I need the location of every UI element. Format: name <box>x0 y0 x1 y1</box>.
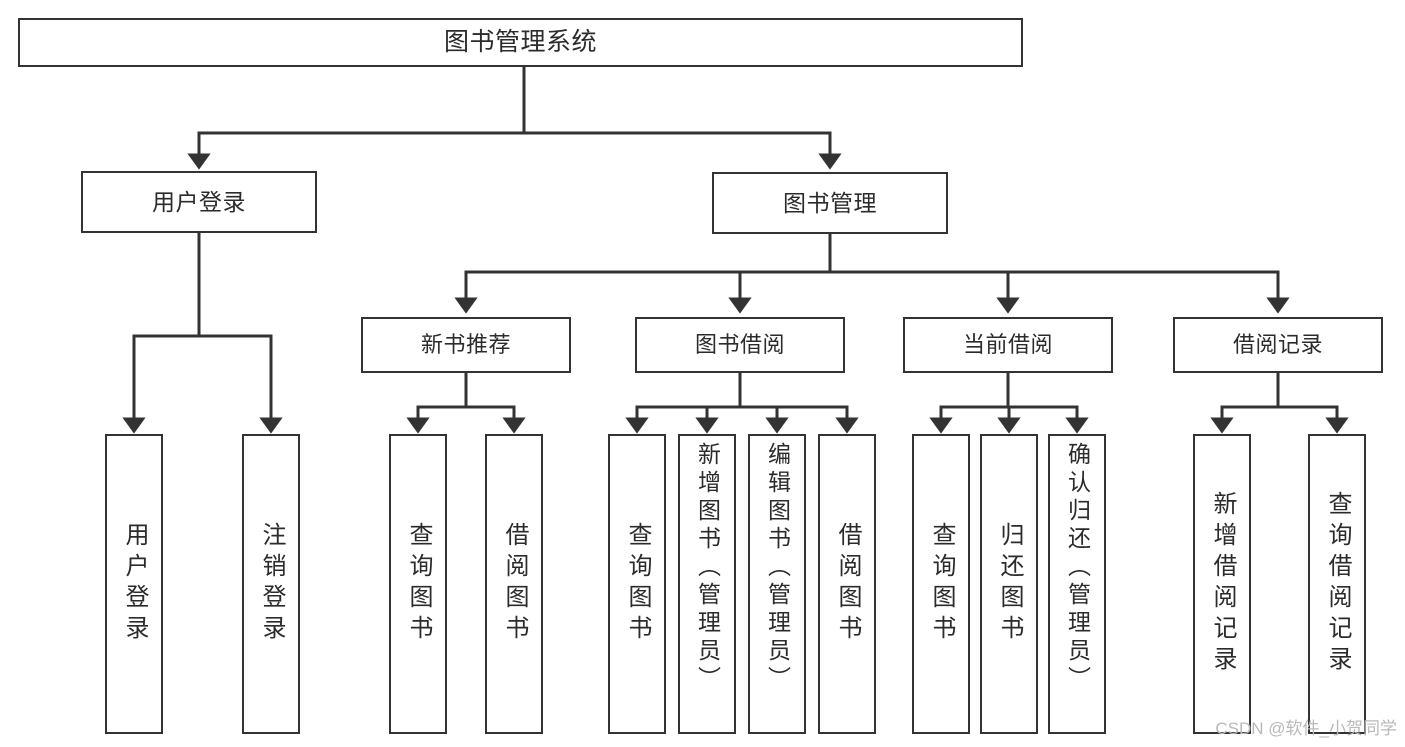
node-leaf-logout[interactable]: 注销登录 <box>242 434 300 734</box>
node-leaf-query-book-borrow-label: 查询图书 <box>624 522 651 646</box>
node-leaf-edit-book-admin[interactable]: 编辑图书（管理员） <box>748 434 806 734</box>
node-leaf-user-login[interactable]: 用户登录 <box>105 434 163 734</box>
node-leaf-add-book-admin[interactable]: 新增图书（管理员） <box>678 434 736 734</box>
node-current-borrow-label: 当前借阅 <box>962 332 1053 358</box>
node-leaf-query-book-recommend-label: 查询图书 <box>405 522 432 646</box>
node-book-borrow[interactable]: 图书借阅 <box>635 317 845 373</box>
node-current-borrow[interactable]: 当前借阅 <box>903 317 1113 373</box>
node-leaf-query-borrow-record[interactable]: 查询借阅记录 <box>1308 434 1366 734</box>
node-leaf-return-book-label: 归还图书 <box>996 522 1023 646</box>
node-leaf-borrow-book-label: 借阅图书 <box>834 522 861 646</box>
node-leaf-query-borrow-record-label: 查询借阅记录 <box>1324 491 1351 677</box>
node-leaf-query-book-current[interactable]: 查询图书 <box>912 434 970 734</box>
node-leaf-query-book-borrow[interactable]: 查询图书 <box>608 434 666 734</box>
node-book-borrow-label: 图书借阅 <box>694 332 785 358</box>
node-leaf-borrow-book[interactable]: 借阅图书 <box>818 434 876 734</box>
node-leaf-add-book-admin-label: 新增图书（管理员） <box>694 442 721 694</box>
node-leaf-confirm-return-admin-label: 确认归还（管理员） <box>1064 442 1091 694</box>
node-user-login-label: 用户登录 <box>152 188 246 215</box>
node-leaf-borrow-book-recommend[interactable]: 借阅图书 <box>485 434 543 734</box>
node-leaf-borrow-book-recommend-label: 借阅图书 <box>501 522 528 646</box>
node-root-book-management-system[interactable]: 图书管理系统 <box>18 18 1023 67</box>
node-leaf-edit-book-admin-label: 编辑图书（管理员） <box>764 442 791 694</box>
node-leaf-add-borrow-record[interactable]: 新增借阅记录 <box>1193 434 1251 734</box>
node-leaf-add-borrow-record-label: 新增借阅记录 <box>1209 491 1236 677</box>
node-leaf-return-book[interactable]: 归还图书 <box>980 434 1038 734</box>
node-leaf-query-book-current-label: 查询图书 <box>928 522 955 646</box>
node-borrow-record-label: 借阅记录 <box>1232 332 1323 358</box>
node-new-book-recommend-label: 新书推荐 <box>420 332 511 358</box>
node-root-label: 图书管理系统 <box>443 28 597 57</box>
node-borrow-record[interactable]: 借阅记录 <box>1173 317 1383 373</box>
node-leaf-query-book-recommend[interactable]: 查询图书 <box>389 434 447 734</box>
node-book-management[interactable]: 图书管理 <box>712 172 948 234</box>
node-book-management-label: 图书管理 <box>783 189 877 216</box>
node-leaf-logout-label: 注销登录 <box>258 522 285 646</box>
node-leaf-user-login-label: 用户登录 <box>121 522 148 646</box>
node-new-book-recommend[interactable]: 新书推荐 <box>361 317 571 373</box>
node-user-login[interactable]: 用户登录 <box>81 171 317 233</box>
csdn-watermark: CSDN @软件_小贺同学 <box>1215 719 1397 738</box>
node-leaf-confirm-return-admin[interactable]: 确认归还（管理员） <box>1048 434 1106 734</box>
